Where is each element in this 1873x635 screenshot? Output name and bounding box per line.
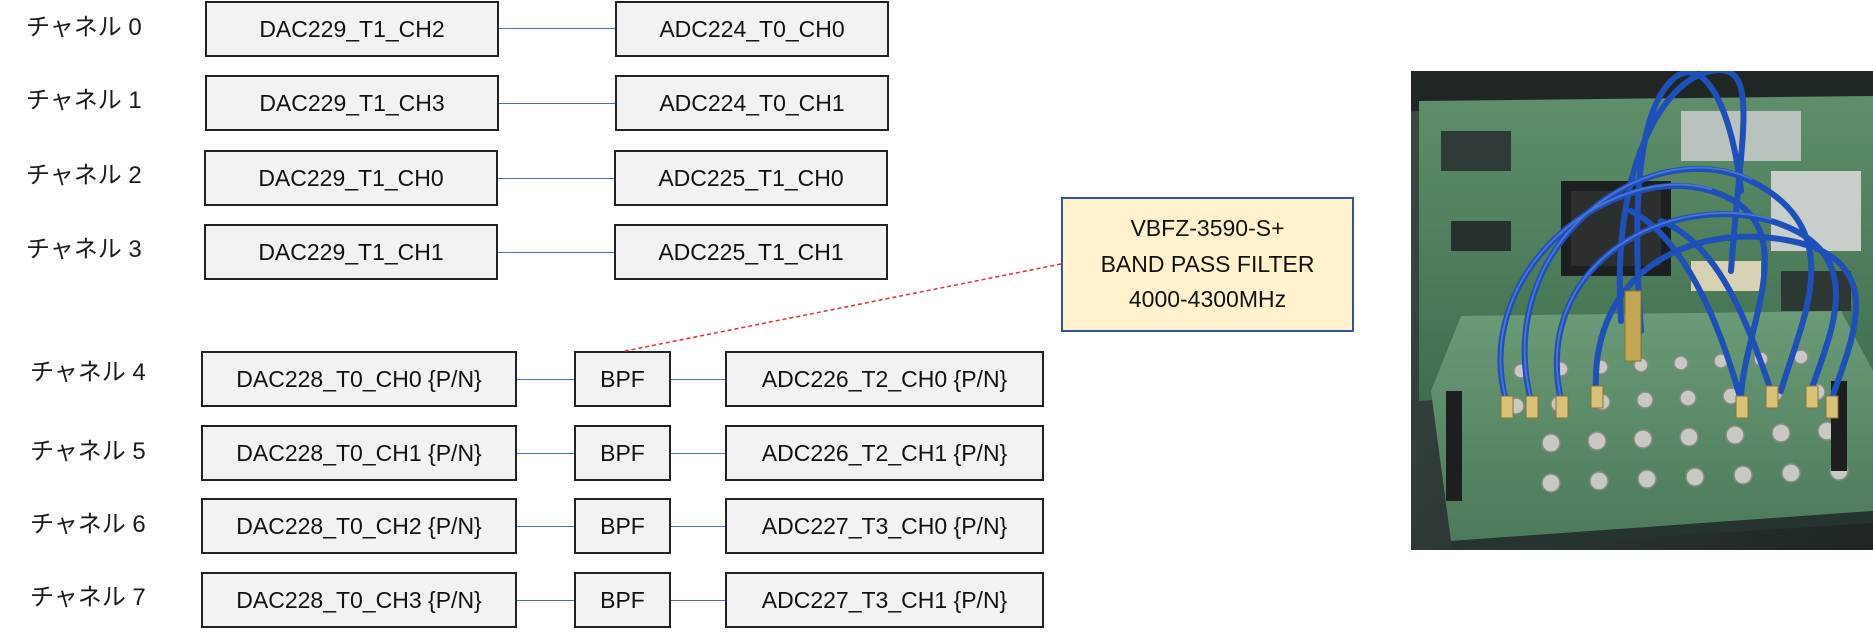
- channel-6-connector-out: [671, 526, 725, 527]
- channel-3-adc-box: ADC225_T1_CH1: [614, 224, 888, 280]
- channel-4-adc-box: ADC226_T2_CH0 {P/N}: [725, 351, 1044, 407]
- channel-1-connector: [499, 103, 615, 104]
- channel-7-dac-box: DAC228_T0_CH3 {P/N}: [201, 572, 517, 628]
- channel-6-dac-box: DAC228_T0_CH2 {P/N}: [201, 498, 517, 554]
- channel-1-dac-box: DAC229_T1_CH3: [205, 75, 499, 131]
- channel-7-connector-in: [517, 600, 574, 601]
- daughter-board: [1431, 311, 1873, 541]
- channel-5-label: チャネル 5: [30, 438, 146, 465]
- pin-header-left: [1446, 391, 1462, 501]
- channel-3-dac-box: DAC229_T1_CH1: [204, 224, 498, 280]
- channel-7-bpf-box: BPF: [574, 572, 671, 628]
- channel-0-connector: [499, 28, 615, 29]
- channel-7-connector-out: [671, 600, 725, 601]
- channel-0-dac-box: DAC229_T1_CH2: [205, 1, 499, 57]
- filter-note-model: VBFZ-3590-S+: [1130, 215, 1285, 242]
- channel-1-label: チャネル 1: [26, 87, 142, 114]
- channel-4-connector-in: [517, 379, 574, 380]
- channel-5-connector-out: [671, 453, 725, 454]
- channel-6-connector-in: [517, 526, 574, 527]
- daughter-board-edge: [1451, 511, 1873, 550]
- channel-7-label: チャネル 7: [30, 584, 146, 611]
- blue-cable-highlights: [1499, 166, 1772, 400]
- board-photo: [1411, 71, 1873, 550]
- channel-4-dac-box: DAC228_T0_CH0 {P/N}: [201, 351, 517, 407]
- channel-3-connector: [498, 252, 614, 253]
- channel-6-label: チャネル 6: [30, 511, 146, 538]
- channel-5-dac-box: DAC228_T0_CH1 {P/N}: [201, 425, 517, 481]
- channel-5-adc-box: ADC226_T2_CH1 {P/N}: [725, 425, 1044, 481]
- channel-4-bpf-box: BPF: [574, 351, 671, 407]
- filter-note-type: BAND PASS FILTER: [1100, 250, 1315, 277]
- inline-bpf-filter: [1624, 290, 1642, 362]
- channel-2-connector: [498, 178, 614, 179]
- filter-note-box: VBFZ-3590-S+ BAND PASS FILTER 4000-4300M…: [1061, 197, 1354, 332]
- filter-note-range: 4000-4300MHz: [1128, 286, 1287, 313]
- channel-4-label: チャネル 4: [30, 359, 146, 386]
- channel-5-connector-in: [517, 453, 574, 454]
- channel-0-label: チャネル 0: [26, 14, 142, 41]
- channel-2-label: チャネル 2: [26, 162, 142, 189]
- cable-connectors: [1500, 385, 1839, 419]
- channel-5-bpf-box: BPF: [574, 425, 671, 481]
- channel-6-bpf-box: BPF: [574, 498, 671, 554]
- channel-7-adc-box: ADC227_T3_CH1 {P/N}: [725, 572, 1044, 628]
- channel-3-label: チャネル 3: [26, 236, 142, 263]
- board-component-2: [1451, 221, 1511, 251]
- channel-0-adc-box: ADC224_T0_CH0: [615, 1, 889, 57]
- channel-2-dac-box: DAC229_T1_CH0: [204, 150, 498, 206]
- channel-2-adc-box: ADC225_T1_CH0: [614, 150, 888, 206]
- channel-1-adc-box: ADC224_T0_CH1: [615, 75, 889, 131]
- channel-6-adc-box: ADC227_T3_CH0 {P/N}: [725, 498, 1044, 554]
- channel-4-connector-out: [671, 379, 725, 380]
- board-component-4: [1781, 271, 1851, 311]
- board-component: [1441, 131, 1511, 171]
